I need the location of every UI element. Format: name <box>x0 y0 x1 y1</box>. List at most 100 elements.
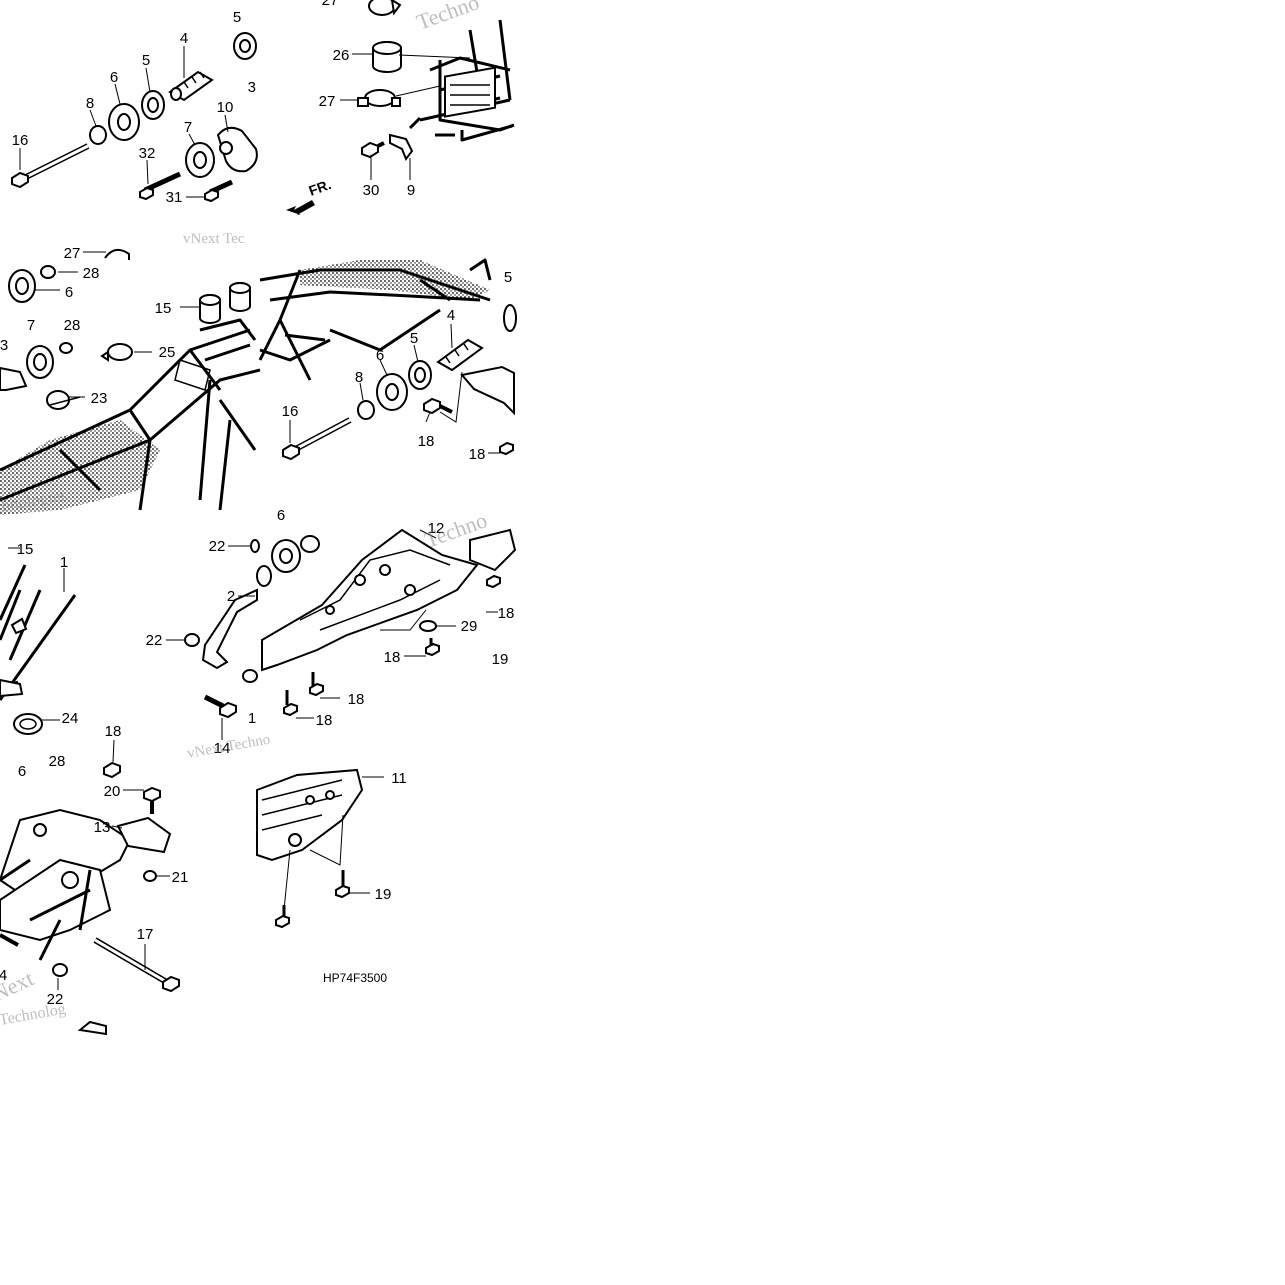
bushing-part <box>185 142 215 178</box>
callout-label: 22 <box>146 632 163 649</box>
callout-label: 14 <box>214 740 231 757</box>
diagram-code: HP74F3500 <box>323 971 387 985</box>
callout-label: 31 <box>166 189 183 206</box>
nut-part <box>40 265 73 354</box>
watermark-text: vNext Techno <box>186 732 272 762</box>
callout-label: 19 <box>492 651 509 668</box>
bushing-part <box>8 269 36 303</box>
watermark-text: vNext Tec <box>183 231 245 247</box>
callout-label: 6 <box>277 507 285 524</box>
callout-label: 4 <box>180 30 188 47</box>
callout-label: 16 <box>12 132 29 149</box>
callout-label: 3 <box>248 79 256 96</box>
callout-label: 15 <box>155 300 172 317</box>
skid-plate-part <box>261 528 479 672</box>
nut-part <box>52 963 68 977</box>
bearing-part <box>408 360 432 390</box>
arm-part <box>201 588 258 670</box>
callout-label: 27 <box>319 93 336 110</box>
bushing-part <box>271 535 320 573</box>
callout-label: 11 <box>391 770 407 787</box>
watermark-text: Techno <box>413 0 482 35</box>
callout-label: 8 <box>355 369 363 386</box>
callout-label: 6 <box>18 763 26 780</box>
bolt-part <box>11 143 90 189</box>
callout-label: 18 <box>105 723 122 740</box>
gear-shaft-part <box>168 70 214 102</box>
callout-label: 7 <box>27 317 35 334</box>
front-direction-icon: FR. <box>286 176 333 215</box>
tile-skid-plate: 6 12 18 29 19 18 18 18 Techno <box>256 507 517 729</box>
callout-label: 15 <box>17 541 34 558</box>
callout-label: 1 <box>248 710 256 727</box>
tile-main-frame: 27 28 6 15 7 28 3 25 23 chnologies <box>0 245 261 517</box>
collar-part <box>357 400 375 420</box>
callout-label: 6 <box>65 284 73 301</box>
bolt-part <box>103 761 121 779</box>
clamp-part <box>13 713 43 735</box>
nut-part <box>143 870 157 882</box>
bearing-part <box>503 304 517 332</box>
bearing-part <box>141 90 165 120</box>
callout-label: 10 <box>217 99 234 116</box>
callout-label: 18 <box>469 446 486 463</box>
bolt-part <box>283 574 501 717</box>
tile-rear-skid: 11 19 HP74F3500 <box>256 768 407 985</box>
bolt-part <box>361 141 385 159</box>
callout-label: 6 <box>110 69 118 86</box>
callout-label: 16 <box>282 403 299 420</box>
callout-label: 24 <box>62 710 79 727</box>
tile-frame-top: FR. 27 26 27 30 9 Techno <box>286 0 515 215</box>
bolt-part <box>139 171 182 201</box>
bolt-part <box>282 417 352 461</box>
callout-label: 30 <box>363 182 380 199</box>
bearing-part <box>233 32 257 60</box>
callout-label: 3 <box>0 337 8 354</box>
callout-label: 27 <box>64 245 81 262</box>
bushing-part <box>376 373 408 411</box>
washer-part <box>419 620 437 632</box>
callout-label: 19 <box>375 886 392 903</box>
clamp-part <box>100 343 133 362</box>
bracket-part <box>216 126 258 173</box>
callout-label: 4 <box>0 967 7 984</box>
callout-label: 12 <box>428 520 445 537</box>
callout-label: 5 <box>410 330 418 347</box>
callout-label: 25 <box>159 344 176 361</box>
callout-label: 13 <box>94 819 111 836</box>
nut-part <box>184 539 260 647</box>
callout-label: 18 <box>316 712 333 729</box>
callout-label: 5 <box>233 9 241 26</box>
callout-label: 5 <box>142 52 150 69</box>
callout-label: 7 <box>184 119 192 136</box>
tile-frame-axle: 5 4 5 6 8 16 18 18 <box>258 258 517 463</box>
tile-rear-mount: 20 13 21 17 22 4 Next Technolog <box>0 783 189 1036</box>
clip-part <box>357 89 401 107</box>
callout-label: 22 <box>47 991 64 1008</box>
callout-label: 6 <box>376 347 384 364</box>
callout-label: 28 <box>83 265 100 282</box>
callout-label: 21 <box>172 869 189 886</box>
clip-part <box>104 248 130 260</box>
bolt-part <box>203 694 237 719</box>
callout-label: 18 <box>348 691 365 708</box>
callout-label: 17 <box>137 926 154 943</box>
callout-label: 20 <box>104 783 121 800</box>
bushing-part <box>26 345 54 379</box>
bolt-part <box>204 179 234 203</box>
watermark-text: Technolog <box>0 1001 67 1029</box>
gear-shaft-part <box>0 366 28 391</box>
callout-label: 32 <box>139 145 156 162</box>
callout-label: 28 <box>64 317 81 334</box>
bolt-part <box>93 937 180 993</box>
callout-label: 18 <box>498 605 515 622</box>
bushing-part <box>108 103 140 141</box>
callout-label: 27 <box>322 0 339 9</box>
skid-plate-part <box>256 768 364 862</box>
collar-part <box>89 125 107 145</box>
bolt-part <box>423 397 514 456</box>
callout-label: 22 <box>209 538 226 555</box>
bushing-part <box>372 41 402 73</box>
callout-label: 5 <box>504 269 512 286</box>
